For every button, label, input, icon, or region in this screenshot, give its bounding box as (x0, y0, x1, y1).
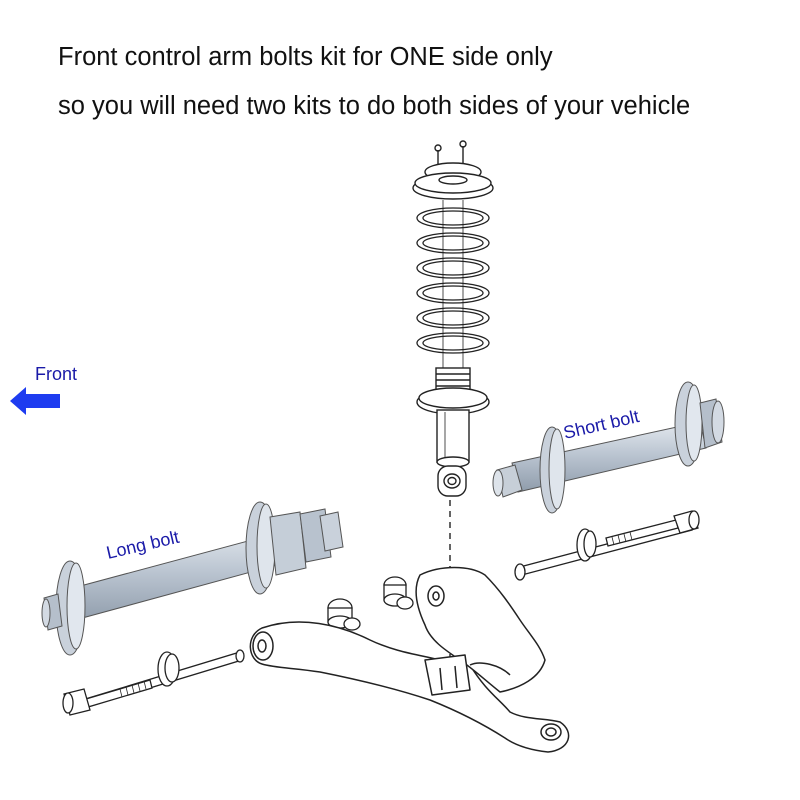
title-line-1: Front control arm bolts kit for ONE side… (58, 43, 553, 71)
short-bolt (492, 381, 725, 514)
strut-assembly (412, 140, 494, 497)
front-label: Front (35, 364, 77, 384)
front-arrow-icon (10, 387, 60, 415)
long-bolt (41, 501, 344, 656)
long-bolt-label: Long bolt (104, 527, 181, 563)
left-hardware (62, 649, 245, 716)
title-line-2: so you will need two kits to do both sid… (58, 92, 691, 120)
bushings (327, 576, 414, 631)
right-hardware (514, 510, 700, 581)
lower-control-arm (249, 566, 570, 753)
